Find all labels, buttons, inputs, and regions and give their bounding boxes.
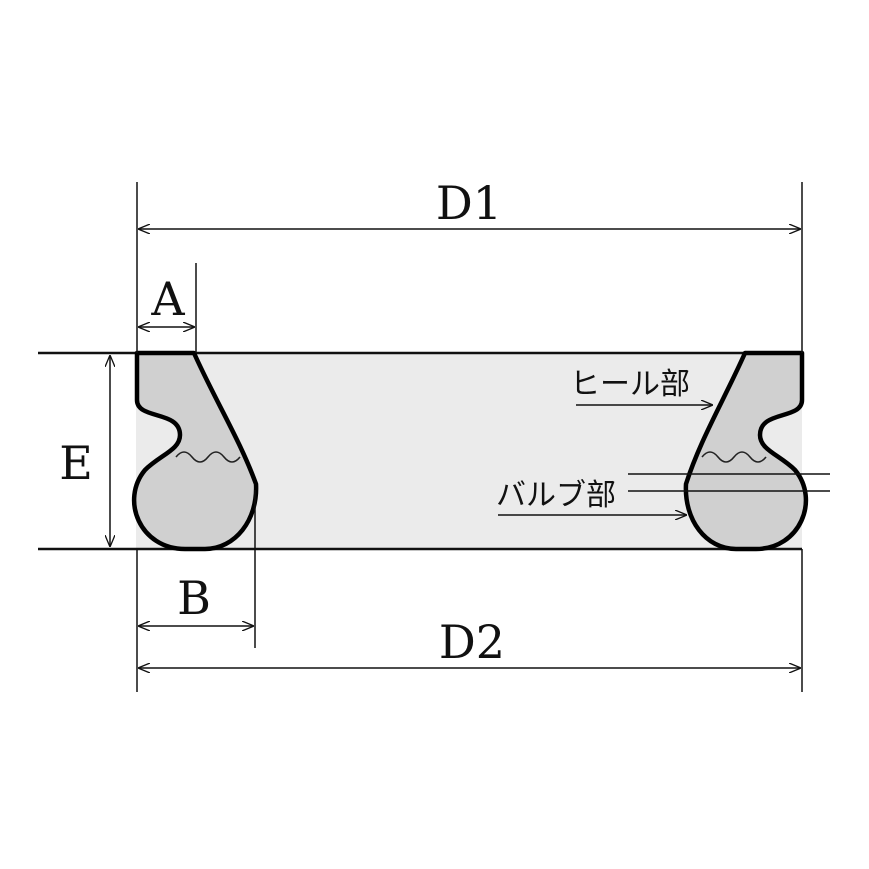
e-label: E: [59, 436, 93, 490]
right-seal-wave: [701, 451, 767, 463]
d1-label: D1: [436, 176, 502, 230]
a-label: A: [150, 272, 185, 326]
bulb-label: バルブ部: [496, 478, 616, 513]
d2-label: D2: [439, 615, 505, 669]
left-seal-wave: [175, 451, 241, 463]
heel-label: ヒール部: [570, 367, 690, 402]
b-label: B: [177, 571, 211, 625]
right-seal-profile: [683, 350, 809, 552]
left-seal-profile: [132, 350, 259, 552]
